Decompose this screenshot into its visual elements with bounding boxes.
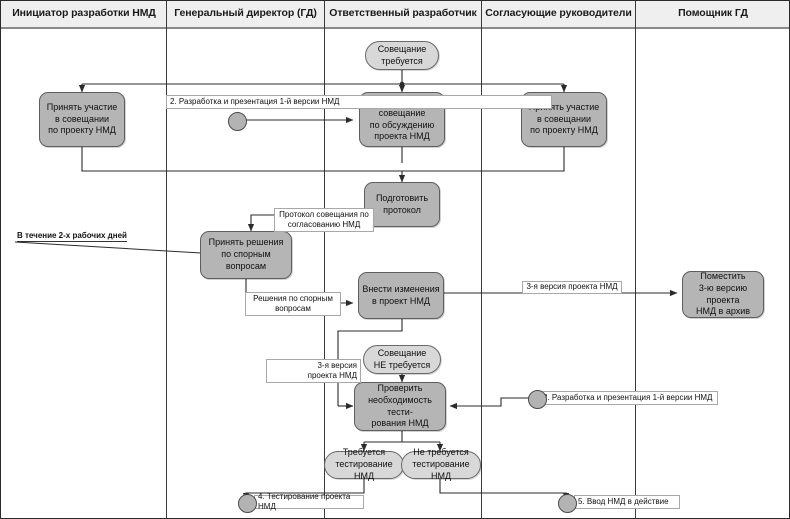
lane-header-initiator-label: Инициатор разработки НМД — [12, 7, 156, 20]
annotation-within-two-days-text: В течение 2-х рабочих дней — [17, 231, 127, 240]
node-testing-not-required-label: Не требуется тестирование НМД — [412, 447, 470, 481]
lane-header-approvers: Согласующие руководители — [482, 1, 635, 27]
node-meeting-required[interactable]: Совещание требуется — [365, 41, 439, 70]
node-testing-required[interactable]: Требуется тестирование НМД — [324, 447, 404, 481]
node-apply-changes-label: Внести изменения в проект НМД — [362, 283, 440, 306]
lane-header-initiator: Инициатор разработки НМД — [2, 1, 166, 27]
node-participate-initiator[interactable]: Принять участие в совещании по проекту Н… — [39, 92, 125, 147]
lane-header-approvers-label: Согласующие руководители — [485, 7, 632, 20]
lane-header-ceo-label: Генеральный директор (ГД) — [174, 7, 317, 20]
lane-divider-1 — [166, 1, 167, 518]
flow-label-dev-present-v1-bottom: 2. Разработка и презентация 1-й версии Н… — [539, 391, 718, 405]
flow-label-version3-draft: 3-я версия проекта НМД — [266, 359, 361, 383]
flow-label-dispute-decisions: Решения по спорным вопросам — [245, 292, 341, 316]
flow-label-testing-project-text: 4. Тестирование проекта НМД — [258, 491, 351, 511]
node-check-testing-need[interactable]: Проверить необходимость тести- рования Н… — [354, 382, 446, 431]
flow-label-version3-to-archive: 3-я версия проекта НМД — [522, 281, 622, 294]
lane-header-developer: Ответственный разработчик — [325, 1, 481, 27]
flow-label-put-in-force: 5. Ввод НМД в действие — [574, 495, 680, 509]
lane-header-assistant: Помощник ГД — [636, 1, 789, 27]
node-testing-required-label: Требуется тестирование НМД — [335, 447, 393, 481]
flow-label-testing-project: 4. Тестирование проекта НМД — [254, 492, 364, 511]
annotation-within-two-days: В течение 2-х рабочих дней — [17, 231, 127, 242]
wire-startbottom-to-check — [449, 397, 529, 410]
wire-protocol-to-decide — [247, 214, 284, 232]
wire-approvers-to-join — [402, 147, 565, 172]
node-prepare-protocol[interactable]: Подготовить протокол — [364, 182, 440, 227]
end-marker-testing-project[interactable] — [238, 494, 257, 513]
node-apply-changes[interactable]: Внести изменения в проект НМД — [358, 272, 444, 319]
start-marker-dev-present-bottom[interactable] — [528, 390, 547, 409]
lane-divider-2 — [324, 1, 325, 518]
node-archive-version-label: Поместить 3-ю версию проекта НМД в архив — [695, 270, 751, 317]
lane-divider-4 — [635, 1, 636, 518]
flow-label-protocol-approval-text: Протокол совещания по согласованию НМД — [279, 209, 369, 229]
node-check-testing-need-label: Проверить необходимость тести- рования Н… — [368, 382, 432, 429]
start-marker-dev-present-top[interactable] — [228, 112, 247, 131]
flow-label-dispute-decisions-text: Решения по спорным вопросам — [253, 293, 333, 313]
wire-check-fork-left — [364, 431, 403, 443]
wire-annotation-leader — [14, 241, 202, 254]
flow-label-version3-draft-text: 3-я версия проекта НМД — [307, 360, 357, 380]
flow-label-version3-to-archive-text: 3-я версия проекта НМД — [526, 282, 618, 292]
node-meeting-required-label: Совещание требуется — [377, 43, 427, 66]
flow-label-dev-present-v1-top: 2. Разработка и презентация 1-й версии Н… — [166, 95, 552, 109]
node-decide-disputes-label: Принять решения по спорным вопросам — [208, 237, 284, 271]
lane-divider-3 — [481, 1, 482, 518]
node-meeting-not-required[interactable]: Совещание НЕ требуется — [363, 345, 441, 374]
node-meeting-not-required-label: Совещание НЕ требуется — [373, 347, 431, 370]
node-decide-disputes[interactable]: Принять решения по спорным вопросам — [200, 231, 292, 279]
flow-label-dev-present-v1-bottom-text: 2. Разработка и презентация 1-й версии Н… — [543, 392, 713, 402]
node-prepare-protocol-label: Подготовить протокол — [375, 192, 429, 215]
lane-header-ceo: Генеральный директор (ГД) — [167, 1, 324, 27]
lane-header-assistant-label: Помощник ГД — [678, 7, 748, 20]
node-archive-version[interactable]: Поместить 3-ю версию проекта НМД в архив — [682, 271, 764, 318]
node-participate-initiator-label: Принять участие в совещании по проекту Н… — [46, 101, 118, 136]
flow-label-put-in-force-text: 5. Ввод НМД в действие — [578, 496, 669, 506]
node-testing-not-required[interactable]: Не требуется тестирование НМД — [401, 447, 481, 481]
lane-header-developer-label: Ответственный разработчик — [329, 7, 477, 20]
lane-header-band — [1, 1, 789, 29]
flow-label-dev-present-v1-top-text: 2. Разработка и презентация 1-й версии Н… — [170, 96, 340, 106]
end-marker-put-in-force[interactable] — [558, 494, 577, 513]
flow-label-protocol-approval: Протокол совещания по согласованию НМД — [274, 208, 374, 232]
wire-initiator-to-join — [81, 147, 402, 172]
